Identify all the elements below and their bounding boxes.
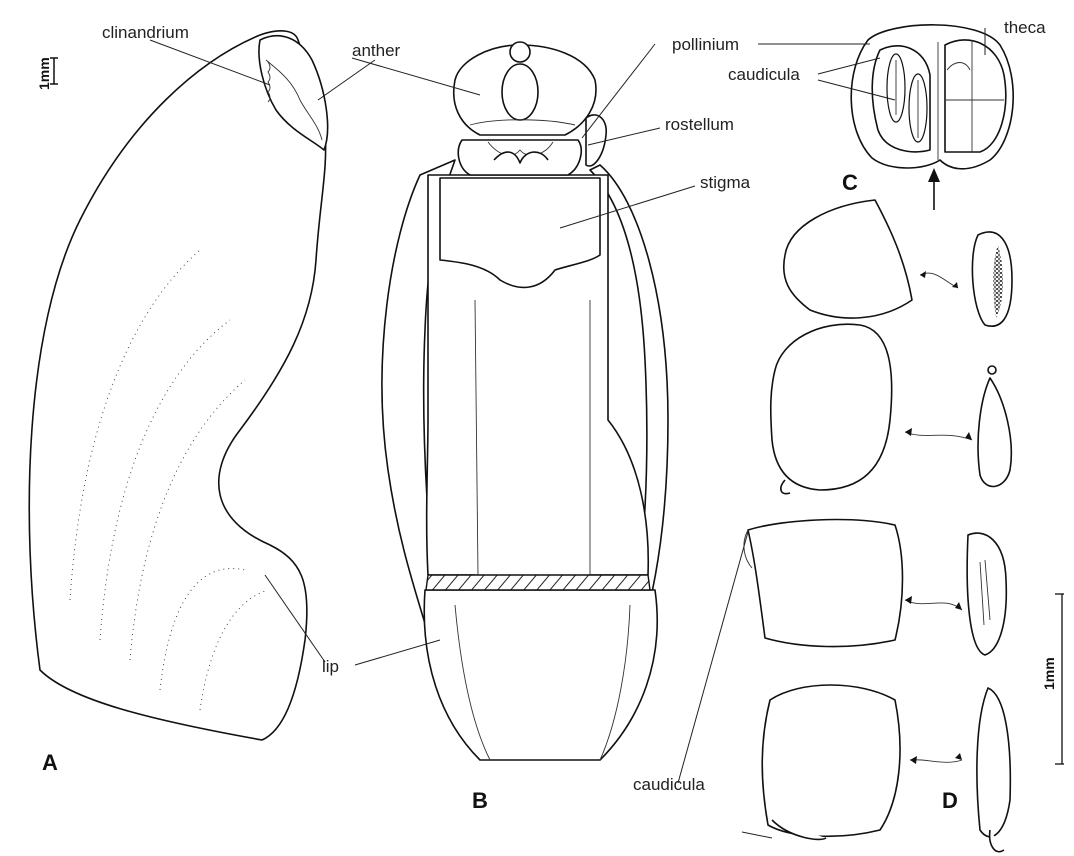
scale-label-right: 1mm (1041, 657, 1057, 690)
figure-c-anther (851, 25, 1013, 210)
panel-label-b: B (472, 788, 488, 813)
label-lip: lip (322, 657, 339, 676)
panel-label-c: C (842, 170, 858, 195)
label-clinandrium: clinandrium (102, 23, 189, 42)
figure-a-column-side (29, 31, 327, 740)
scale-bar-top: 1mm (36, 57, 58, 90)
label-rostellum: rostellum (665, 115, 734, 134)
figure-b-column-front (382, 42, 668, 760)
label-theca: theca (1004, 18, 1046, 37)
label-caudicula-bottom: caudicula (633, 775, 705, 794)
label-pollinium: pollinium (672, 35, 739, 54)
figure-d-pollinia (744, 200, 1012, 852)
scale-bar-right: 1mm (1041, 594, 1064, 764)
label-caudicula-top: caudicula (728, 65, 800, 84)
label-stigma: stigma (700, 173, 751, 192)
panel-label-a: A (42, 750, 58, 775)
scale-label-top: 1mm (36, 57, 52, 90)
label-anther: anther (352, 41, 401, 60)
panel-label-d: D (942, 788, 958, 813)
